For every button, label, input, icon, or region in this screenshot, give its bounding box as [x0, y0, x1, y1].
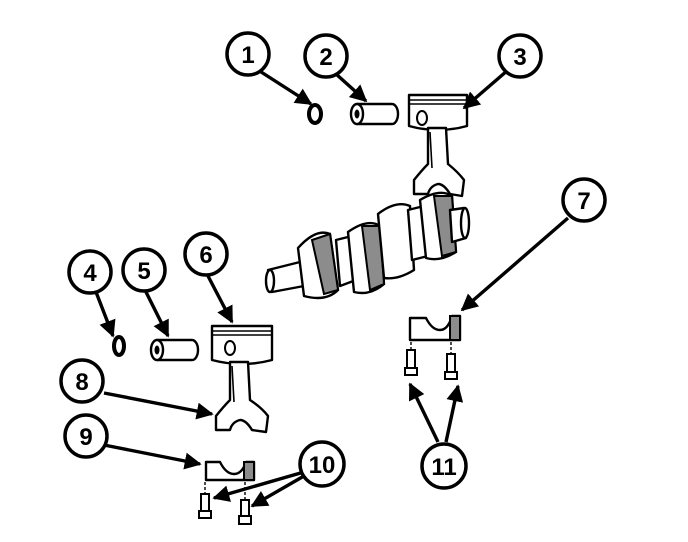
leader-1: [257, 68, 313, 106]
upper-cap-bolt-left: [404, 342, 418, 376]
callout-2: 2: [303, 33, 349, 79]
lower-piston-rod-assembly: [210, 324, 274, 434]
callout-4: 4: [67, 249, 113, 295]
callout-3-label: 3: [513, 44, 526, 71]
upper-piston-pin: [349, 102, 400, 126]
callout-5-label: 5: [137, 258, 150, 285]
callout-7-label: 7: [577, 188, 590, 215]
leader-10b: [250, 474, 305, 508]
leader-7: [460, 216, 570, 312]
callout-1-label: 1: [241, 42, 254, 69]
callout-1: 1: [225, 31, 271, 77]
leader-11a: [408, 382, 440, 443]
callout-10-label: 10: [309, 452, 336, 479]
callout-10: 10: [298, 440, 346, 488]
leader-2: [334, 72, 368, 103]
callout-7: 7: [561, 177, 607, 223]
leader-3: [462, 68, 510, 110]
leader-9: [103, 443, 202, 470]
callout-4-label: 4: [83, 260, 97, 287]
callout-5: 5: [121, 247, 167, 293]
upper-snap-ring: [307, 103, 323, 125]
callout-2-label: 2: [319, 44, 332, 71]
upper-rod-cap: [408, 314, 462, 342]
lower-cap-bolt-left: [198, 482, 212, 519]
leader-5: [144, 291, 170, 338]
leader-8: [103, 391, 214, 420]
callout-6: 6: [183, 231, 229, 277]
callout-11-label: 11: [431, 454, 456, 481]
upper-cap-bolt-right: [444, 342, 458, 380]
lower-cap-bolt-right: [238, 482, 252, 525]
leader-6: [206, 275, 234, 324]
callout-8: 8: [59, 358, 105, 404]
leader-4: [94, 291, 116, 338]
lower-snap-ring: [112, 335, 126, 357]
callout-9: 9: [63, 413, 109, 459]
callout-6-label: 6: [199, 242, 212, 269]
leader-10a: [212, 470, 305, 502]
callout-11: 11: [420, 442, 468, 490]
leader-11b: [444, 384, 464, 443]
lower-rod-cap: [204, 460, 256, 482]
callout-9-label: 9: [79, 424, 92, 451]
lower-piston-pin: [149, 338, 200, 362]
callout-8-label: 8: [75, 369, 88, 396]
upper-piston-rod-assembly: [407, 93, 469, 198]
crankshaft: [264, 191, 471, 300]
callout-3: 3: [497, 33, 543, 79]
leader-lines: [94, 68, 570, 508]
